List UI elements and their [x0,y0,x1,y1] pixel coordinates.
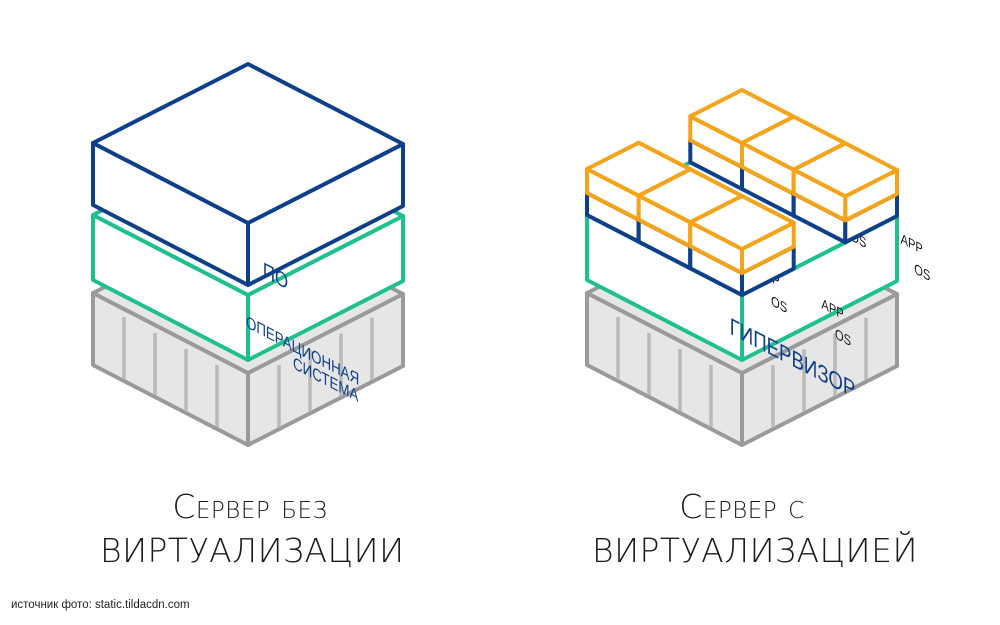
top-face [91,62,405,225]
vm-os-label: OS [914,260,930,284]
caption-right-line1: Сервер с [679,487,805,526]
left-software-layer [91,62,405,287]
vm-app-block [791,141,899,223]
virtual-machines: OSAPPOSAPPOSAPPOSAPPOSAPPOSAPP [585,88,930,350]
caption-with-virtualization: Сервер с виртуализацией [592,485,918,573]
caption-left-line2: виртуализации [100,531,405,570]
top-face [791,141,899,199]
caption-left-line1: Сервер без [172,487,328,526]
vm-app-block [688,194,796,275]
image-source-credit: источник фото: static.tildacdn.com [11,599,190,611]
vm-app-label: APP [901,230,923,257]
top-face [688,194,796,251]
caption-without-virtualization: Сервер без виртуализации [100,485,405,573]
caption-right-line2: виртуализацией [592,531,918,570]
